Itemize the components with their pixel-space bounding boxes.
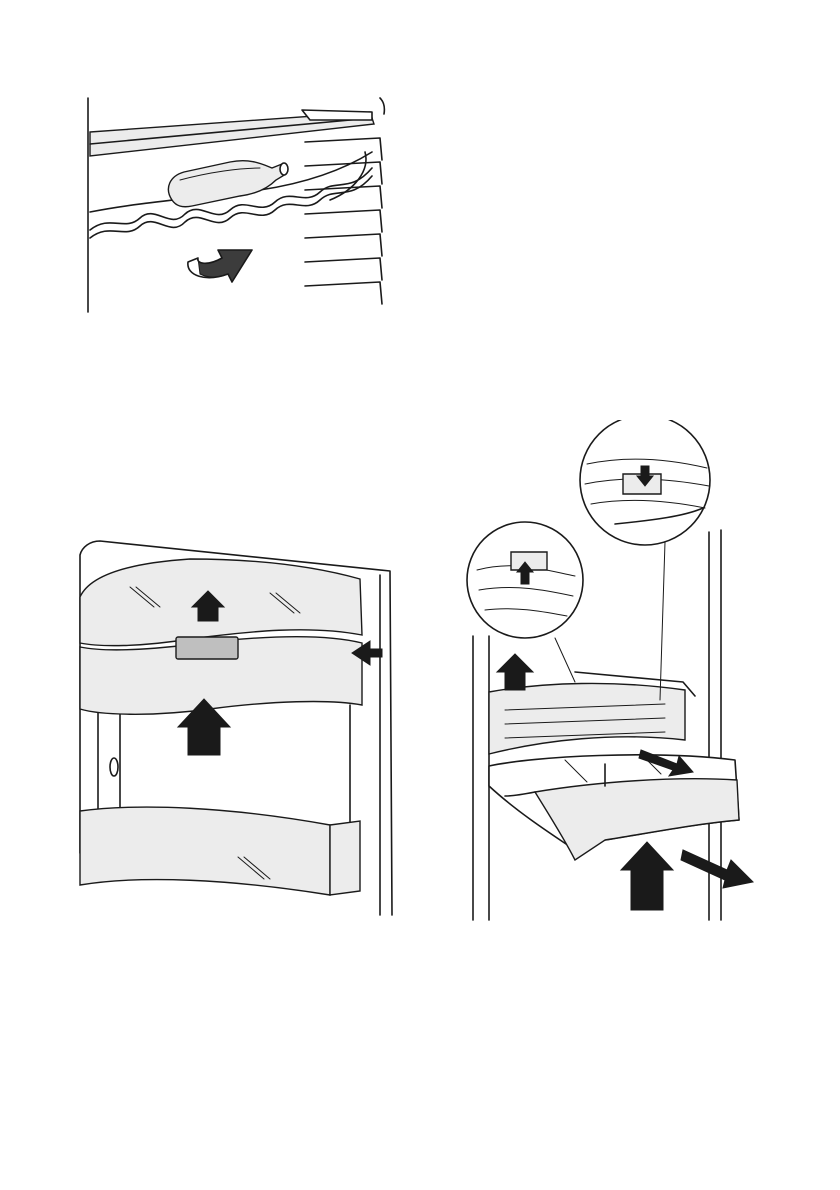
door-balcony bbox=[80, 637, 362, 715]
detail-callout-left bbox=[467, 522, 583, 682]
detail-callout-right bbox=[580, 420, 710, 700]
drawer-lift-arrow-icon bbox=[621, 842, 673, 910]
bottle-icon bbox=[168, 161, 288, 207]
crisper-drawer-figure bbox=[455, 420, 755, 925]
door-shelf-figure bbox=[70, 535, 400, 920]
cover-lift-arrow-icon bbox=[497, 654, 533, 690]
drawer-out-arrow-icon bbox=[681, 850, 753, 888]
curved-arrow-icon bbox=[188, 250, 252, 282]
rail-slots bbox=[305, 138, 382, 304]
lower-balcony bbox=[80, 807, 360, 895]
wine-rack-figure bbox=[80, 90, 390, 315]
shelf-lid bbox=[80, 559, 362, 646]
crisper-drawer bbox=[489, 755, 739, 860]
